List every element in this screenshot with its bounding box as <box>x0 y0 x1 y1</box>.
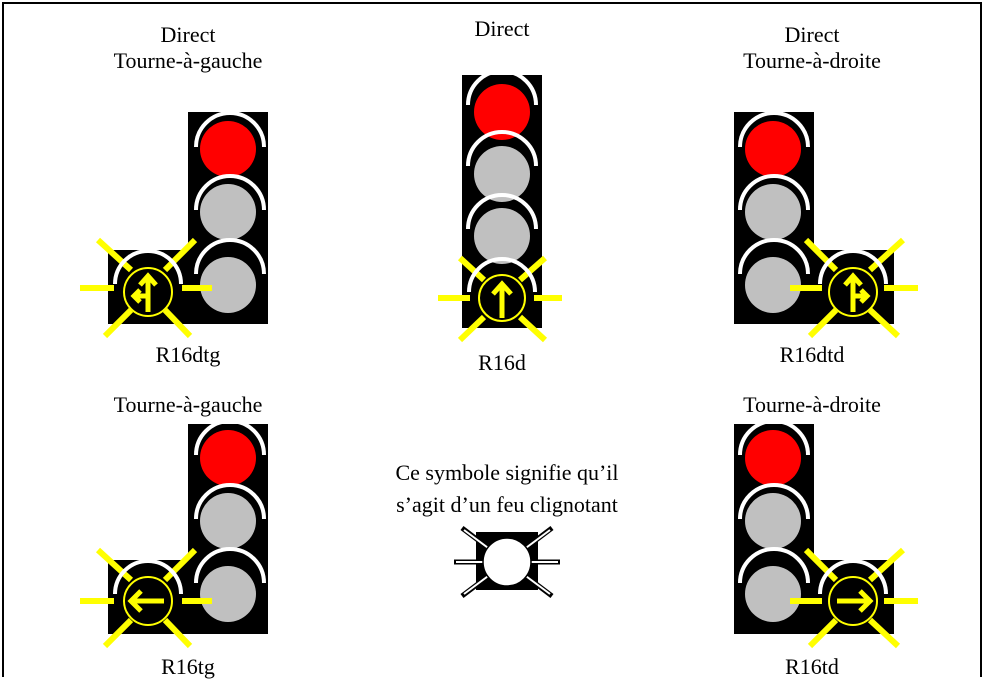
left-arrow-icon <box>113 559 183 626</box>
signal-title: Tourne-à-droite <box>722 392 902 418</box>
signal-r16dtd <box>734 111 918 339</box>
green-lamp-off <box>194 547 266 622</box>
signal-title: Direct Tourne-à-gauche <box>98 22 278 74</box>
signal-code: R16dtg <box>155 342 221 367</box>
signal-code: R16tg <box>161 654 215 679</box>
right-arrow-icon <box>818 559 888 626</box>
legend-line-1: Ce symbole signifie qu’il <box>395 460 619 485</box>
signal-r16td <box>734 419 918 649</box>
signal-title: Direct Tourne-à-droite <box>722 22 902 74</box>
title-line-1: Direct <box>474 16 530 41</box>
amber-lamp-off <box>194 483 266 549</box>
flash-rays-icon <box>790 547 918 649</box>
title-line-1: Tourne-à-gauche <box>113 392 263 417</box>
signal-code: R16td <box>785 654 839 679</box>
signal-r16tg <box>80 419 268 649</box>
title-line-1: Direct <box>160 22 216 47</box>
red-lamp <box>194 419 266 486</box>
legend-line-2: s’agit d’un feu clignotant <box>396 492 618 517</box>
amber-lamp-off <box>194 174 266 240</box>
signal-r16dtg <box>80 111 268 339</box>
red-lamp <box>738 111 810 177</box>
straight-and-right-arrow-icon <box>818 249 888 317</box>
flash-rays-icon <box>80 547 212 649</box>
green-lamp-off <box>194 238 266 313</box>
flashing-light-icon <box>454 526 560 598</box>
title-line-2: Tourne-à-gauche <box>113 48 263 73</box>
flash-rays-icon <box>790 237 918 339</box>
straight-and-left-arrow-icon <box>113 249 183 317</box>
amber-lamp-off <box>466 193 538 264</box>
signal-code: R16d <box>478 350 526 375</box>
legend-text: Ce symbole signifie qu’il s’agit d’un fe… <box>352 460 662 518</box>
signal-r16d <box>438 69 562 343</box>
title-line-1: Tourne-à-droite <box>743 392 881 417</box>
signal-title: Direct <box>412 16 592 42</box>
green-lamp-off <box>738 238 810 313</box>
straight-arrow-icon <box>467 257 537 322</box>
amber-lamp-off <box>466 130 538 202</box>
title-line-1: Direct <box>784 22 840 47</box>
signal-code: R16dtd <box>779 342 845 367</box>
flash-rays-icon <box>438 255 562 343</box>
green-lamp-off <box>738 547 810 622</box>
red-lamp <box>194 111 266 177</box>
red-lamp <box>738 419 810 486</box>
flash-rays-icon <box>80 237 212 339</box>
red-lamp <box>466 69 538 140</box>
title-line-2: Tourne-à-droite <box>743 48 881 73</box>
amber-lamp-off <box>738 483 810 549</box>
amber-lamp-off <box>738 174 810 240</box>
signal-title: Tourne-à-gauche <box>88 392 288 418</box>
